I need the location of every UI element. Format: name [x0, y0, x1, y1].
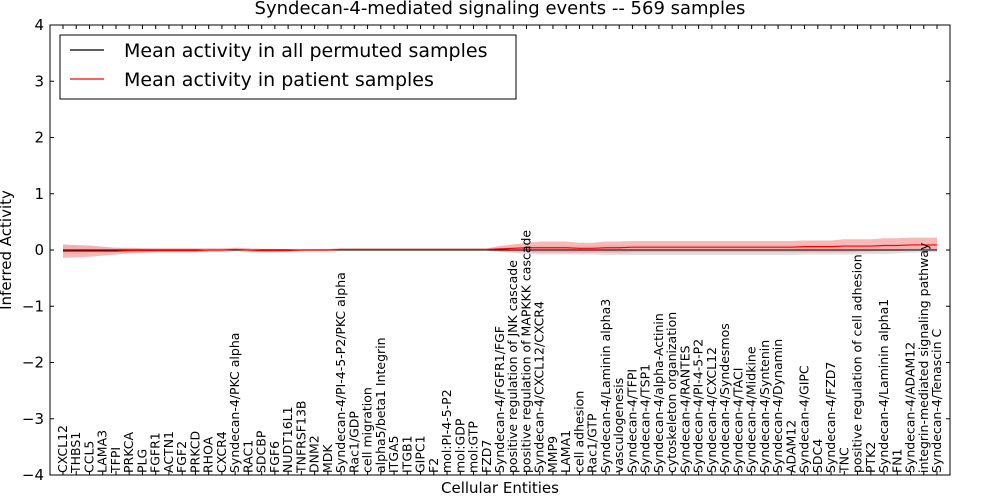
x-tick-label: mol:GDP — [452, 418, 467, 473]
x-tick-label: ADAM12 — [783, 420, 798, 473]
x-tick-label: PRKCA — [121, 432, 136, 473]
x-tick-label: positive regulation of cell adhesion — [850, 254, 865, 473]
x-tick-label: FZD7 — [479, 440, 494, 473]
x-tick-label: cell adhesion — [571, 391, 586, 473]
x-tick-label: ITGA5 — [386, 435, 401, 473]
x-tick-label: MMP9 — [545, 436, 560, 473]
y-tick-label: −1 — [22, 297, 44, 315]
x-tick-label: Syndecan-4/ADAM12 — [903, 342, 918, 473]
x-tick-label: FGF2 — [174, 441, 189, 473]
x-tick-label: alpha5/beta1 Integrin — [373, 337, 388, 473]
x-tick-label: Syndecan-4/FZD7 — [823, 362, 838, 473]
x-tick-label: Syndecan-4/TACI — [730, 368, 745, 473]
x-tick-label: SDC4 — [810, 439, 825, 473]
x-tick-label: PLG — [134, 449, 149, 473]
x-tick-label: Syndecan-4/Syntenin — [757, 340, 772, 473]
y-tick-label: −2 — [22, 354, 44, 372]
x-tick-label: Syndecan-4/Tenascin C — [929, 328, 944, 473]
x-tick-label: Rac1/GDP — [346, 411, 361, 473]
x-tick-label: PTK2 — [863, 442, 878, 473]
x-tick-label: mol:PI-4-5-P2 — [439, 389, 454, 473]
y-tick-label: −4 — [22, 466, 44, 484]
y-tick-label: 3 — [34, 72, 44, 90]
x-tick-label: FN1 — [889, 449, 904, 474]
x-tick-label: TNFRSF13B — [293, 401, 308, 474]
x-tick-label: Syndecan-4/PI-4-5-P2 — [691, 339, 706, 473]
x-tick-label: LAMA3 — [95, 430, 110, 473]
x-tick-label: positive regulation of JNK cascade — [505, 260, 520, 473]
x-tick-label: RHOA — [201, 436, 216, 473]
x-tick-label: Syndecan-4/GIPC — [797, 365, 812, 473]
x-tick-label: cytoskeleton organization — [664, 312, 679, 473]
x-tick-label: Syndecan-4/CXCL12/CXCR4 — [532, 301, 547, 473]
x-tick-label: ITGB1 — [399, 435, 414, 473]
x-tick-label: mol:GTP — [466, 421, 481, 473]
chart-title: Syndecan-4-mediated signaling events -- … — [255, 0, 746, 19]
x-tick-label: Syndecan-4/Laminin alpha3 — [598, 299, 613, 473]
x-tick-label: Syndecan-4/PKC alpha — [227, 333, 242, 473]
x-tick-label: Syndecan-4/Syndesmos — [717, 323, 732, 473]
legend: Mean activity in all permuted samplesMea… — [59, 34, 517, 100]
x-tick-label: LAMA1 — [558, 430, 573, 473]
x-tick-label: Syndecan-4/CXCL12 — [704, 347, 719, 473]
x-tick-label: CCL5 — [81, 441, 96, 473]
x-tick-label: Syndecan-4/RANTES — [677, 345, 692, 473]
plot-area: −4−3−2−101234CXCL12THBS1CCL5LAMA3TFPIPRK… — [22, 16, 951, 484]
y-tick-label: 4 — [34, 16, 44, 34]
x-tick-label: Syndecan-4/Dynamin — [770, 339, 785, 473]
y-axis-title: Inferred Activity — [0, 190, 15, 310]
x-tick-label: F2 — [426, 458, 441, 473]
x-tick-label: TFPI — [108, 447, 123, 474]
x-tick-label: cell migration — [360, 387, 375, 473]
x-tick-label: vasculogenesis — [611, 378, 626, 473]
x-tick-label: FGF6 — [267, 441, 282, 473]
x-tick-label: Syndecan-4/alpha-Actinin — [651, 313, 666, 473]
x-tick-label: Syndecan-4/FGFR1/FGF — [492, 326, 507, 473]
x-tick-label: Syndecan-4/Laminin alpha1 — [876, 299, 891, 473]
x-tick-label: PRKCD — [187, 431, 202, 473]
x-tick-label: FGFR1 — [148, 432, 163, 473]
y-tick-label: 2 — [34, 129, 44, 147]
x-axis-title: Cellular Entities — [441, 479, 559, 497]
x-tick-label: TNC — [836, 447, 851, 474]
x-tick-label: Syndecan-4/TSP1 — [638, 364, 653, 473]
x-tick-label: ACTN1 — [161, 431, 176, 473]
x-tick-label: SDCBP — [254, 430, 269, 473]
x-tick-label: Rac1/GTP — [585, 413, 600, 473]
series-line-1 — [63, 244, 937, 252]
x-tick-label: MDK — [320, 444, 335, 473]
x-tick-label: DNM2 — [307, 435, 322, 473]
x-tick-label: positive regulation of MAPKKK cascade — [518, 230, 533, 473]
x-tick-label: Syndecan-4/TFPI — [624, 369, 639, 473]
x-tick-label: RAC1 — [240, 440, 255, 473]
legend-box — [59, 34, 517, 100]
legend-label-0: Mean activity in all permuted samples — [124, 40, 487, 62]
y-tick-label: −3 — [22, 410, 44, 428]
y-tick-label: 0 — [34, 241, 44, 259]
x-tick-label: THBS1 — [68, 432, 83, 474]
x-tick-label: Syndecan-4/Midkine — [744, 346, 759, 473]
x-tick-label: integrin-mediated signaling pathway — [916, 242, 931, 473]
y-tick-label: 1 — [34, 185, 44, 203]
legend-label-1: Mean activity in patient samples — [124, 69, 434, 91]
x-tick-label: GIPC1 — [413, 435, 428, 473]
x-tick-label: CXCR4 — [214, 431, 229, 473]
x-tick-label: NUDT16L1 — [280, 406, 295, 473]
series-band-1 — [63, 237, 937, 258]
x-tick-label: CXCL12 — [55, 425, 70, 473]
x-tick-label: Syndecan-4/PI-4-5-P2/PKC alpha — [333, 272, 348, 473]
